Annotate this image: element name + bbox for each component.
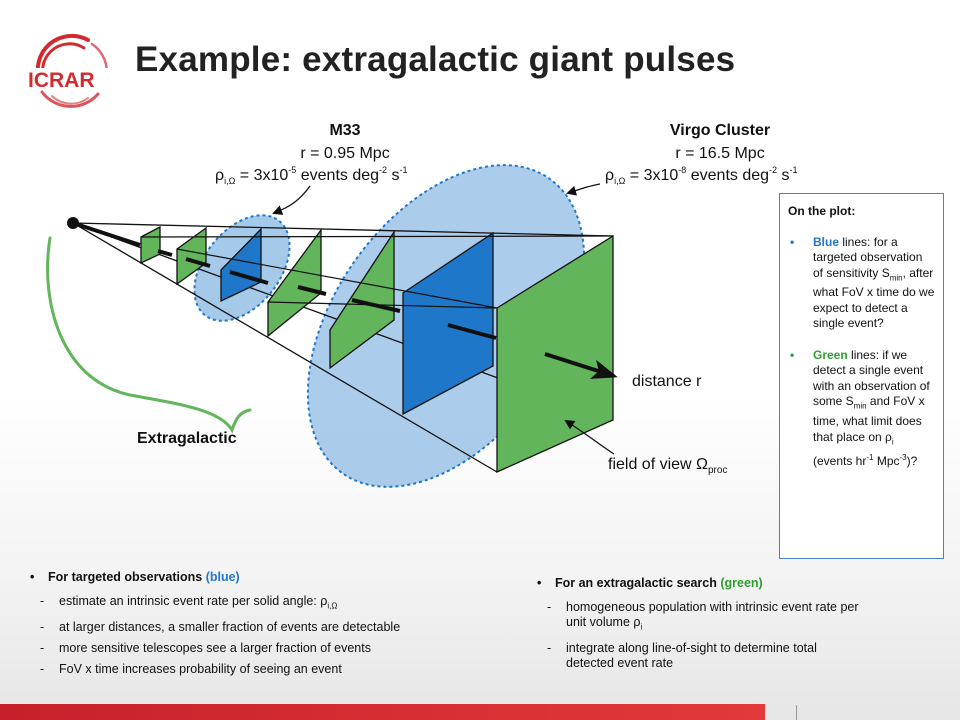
extragalactic-brace: [46, 236, 252, 434]
logo-text: ICRAR: [28, 69, 95, 92]
list-item: -more sensitive telescopes see a larger …: [40, 640, 371, 655]
green-panel-5: [496, 234, 614, 474]
list-item: -homogeneous population with intrinsic e…: [547, 600, 859, 632]
list-item: -estimate an intrinsic event rate per so…: [40, 594, 338, 611]
virgo-pointer: [566, 183, 601, 196]
green-panels: [140, 225, 614, 474]
m33-name: M33: [329, 122, 360, 139]
cone-top-line: [72, 222, 614, 237]
list-item: -integrate along line-of-sight to determ…: [547, 640, 817, 670]
fov-pointer: [564, 419, 615, 455]
distance-label: distance r: [632, 373, 702, 390]
footer-bar: [0, 704, 765, 720]
cone-bottom-line: [72, 222, 498, 473]
icrar-logo: ICRAR: [24, 33, 124, 108]
observer-point: [67, 217, 79, 229]
list-item: -at larger distances, a smaller fraction…: [40, 619, 401, 634]
notes-heading: On the plot:: [788, 204, 856, 218]
bullet-icon: •: [30, 570, 35, 584]
extragalactic-label: Extragalactic: [137, 430, 237, 447]
note-blue: • Blue lines: for a targeted observation…: [790, 234, 935, 331]
virgo-name: Virgo Cluster: [670, 122, 770, 139]
m33-pointer: [272, 185, 311, 215]
plot-notes-box: On the plot: • Blue lines: for a targete…: [779, 193, 944, 559]
virgo-distance: r = 16.5 Mpc: [675, 145, 764, 162]
distance-axis: [72, 221, 618, 379]
green-panel-1: [140, 225, 161, 265]
bullet-icon: •: [537, 576, 542, 590]
m33-rate: ρi,Ω = 3x10-5 events deg-2 s-1: [215, 165, 408, 186]
list-item: -FoV x time increases probability of see…: [40, 661, 342, 676]
note-green: • Green lines: if we detect a single eve…: [790, 347, 930, 468]
targeted-heading: • For targeted observations (blue): [30, 570, 240, 584]
fov-label: field of view Ωproc: [608, 456, 727, 476]
bullet-icon: •: [790, 234, 795, 249]
footer-divider: [796, 705, 797, 720]
distance-arrow: [544, 352, 618, 379]
virgo-rate: ρi,Ω = 3x10-8 events deg-2 s-1: [605, 165, 798, 186]
extragalactic-search-bullets: • For an extragalactic search (green) -h…: [535, 576, 915, 677]
targeted-observations-bullets: • For targeted observations (blue) -esti…: [28, 570, 528, 683]
slide-title: Example: extragalactic giant pulses: [135, 40, 736, 79]
green-panel-4: [329, 229, 395, 370]
m33-distance: r = 0.95 Mpc: [300, 145, 389, 162]
bullet-icon: •: [790, 347, 795, 362]
search-heading: • For an extragalactic search (green): [537, 576, 763, 590]
blue-panel-large: [402, 231, 494, 416]
